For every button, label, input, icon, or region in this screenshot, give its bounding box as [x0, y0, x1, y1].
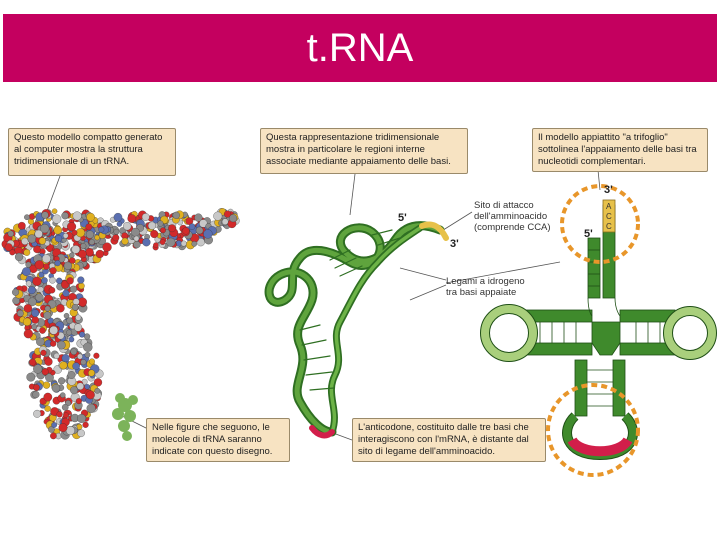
label-5prime-cloverleaf: 5': [584, 228, 593, 240]
base-a: A: [606, 202, 612, 211]
base-c2: C: [606, 222, 612, 231]
trna-symbol-icon: [112, 393, 138, 441]
title-bar: t.RNA: [3, 14, 717, 82]
slide-title: t.RNA: [306, 25, 414, 70]
ribbon-model: [264, 221, 449, 439]
base-c1: C: [606, 212, 612, 221]
cca-end: [602, 199, 616, 233]
label-3prime-cloverleaf: 3': [604, 184, 613, 196]
space-filling-model: [1, 208, 240, 440]
callout-cloverleaf: Il modello appiattito "a trifoglio" sott…: [532, 128, 708, 172]
label-attach-site: Sito di attacco dell'amminoacido (compre…: [474, 200, 551, 233]
callout-symbol: Nelle figure che seguono, le molecole di…: [146, 418, 290, 462]
label-3prime-ribbon: 3': [450, 238, 459, 250]
acceptor-ring: [560, 184, 640, 264]
callout-space-filling: Questo modello compatto generato al comp…: [8, 128, 176, 176]
callout-anticodon: L'anticodone, costituito dalle tre basi …: [352, 418, 546, 462]
cloverleaf-model: [480, 184, 717, 477]
anticodon-ring: [546, 383, 640, 477]
label-5prime-ribbon: 5': [398, 212, 407, 224]
label-hydrogen-bonds: Legami a idrogeno tra basi appaiate: [446, 276, 525, 298]
callout-3d-ribbon: Questa rappresentazione tridimensionale …: [260, 128, 468, 174]
